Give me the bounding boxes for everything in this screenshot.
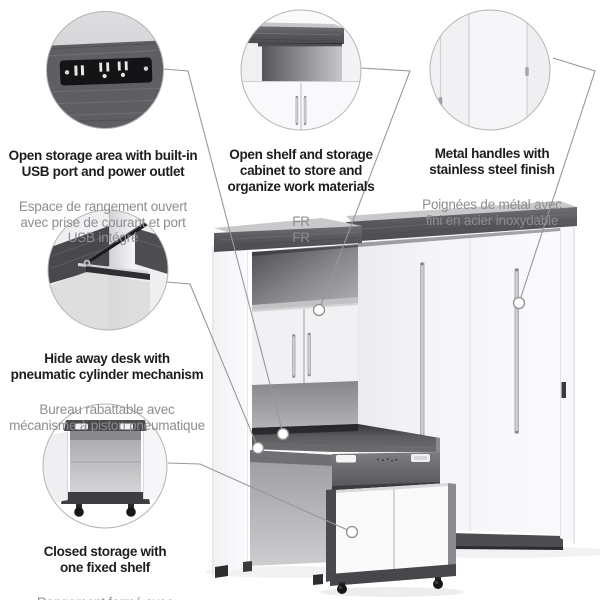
leader-closed-storage — [167, 462, 353, 533]
leader-lines — [162, 57, 596, 533]
cabinet-doors — [252, 303, 358, 385]
callout-title-metal-handles: Metal handles with stainless steel finis… — [429, 146, 555, 177]
shelf-door-handles — [295, 96, 307, 125]
bed-edge-slot — [561, 382, 566, 398]
open-door-right — [143, 427, 167, 500]
callout-subtitle-usb-power: Espace de rangement ouvert avec prise de… — [18, 199, 188, 245]
callout-circle-closed-storage — [42, 403, 168, 529]
callout-circle-open-shelf — [240, 9, 362, 131]
callout-subtitle-closed-storage: Rangement fermé avec une tablette fixe — [0, 595, 215, 600]
murphy-bed — [346, 201, 600, 558]
callout-circle-pneumatic-mechanism — [47, 209, 169, 331]
callout-title-closed-storage: Closed storage with one fixed shelf — [43, 544, 167, 575]
callout-circle-usb-power — [46, 11, 164, 129]
callout-text-usb-power: Open storage area with built-in USB port… — [0, 130, 213, 264]
storage-tower — [205, 218, 375, 585]
usb-port — [80, 65, 85, 76]
callout-text-hide-away-desk: Hide away desk with pneumatic cylinder m… — [0, 333, 217, 451]
apron-plate-left — [336, 455, 356, 463]
target-dot-hide-away-desk — [251, 441, 265, 455]
callout-text-open-shelf: Open shelf and storage cabinet to store … — [191, 129, 411, 263]
bed-door-handle-right — [514, 268, 519, 434]
target-dots — [251, 296, 526, 539]
apron-vent-holes — [377, 458, 397, 462]
casters — [337, 577, 443, 594]
callout-circle-metal-handles — [429, 9, 551, 131]
leader-open-shelf — [318, 67, 411, 311]
usb-port — [74, 65, 78, 76]
callout-title-open-shelf: Open shelf and storage cabinet to store … — [227, 147, 375, 194]
target-dot-open-shelf — [312, 303, 326, 317]
shelf-interior — [262, 46, 342, 81]
target-dot-closed-storage — [345, 525, 359, 539]
cabinet-door-handles — [292, 332, 311, 378]
power-outlet — [99, 62, 110, 79]
callout-text-closed-storage: Closed storage with one fixed shelf Rang… — [0, 526, 215, 600]
leader-usb-power — [162, 68, 284, 435]
target-dot-usb-power — [276, 427, 290, 441]
power-outlet — [117, 61, 128, 78]
target-dot-metal-handles — [512, 296, 526, 310]
callout-subtitle-metal-handles: Poignées de métal avec fini en acier ino… — [422, 197, 562, 228]
mobile-storage-cabinet — [320, 483, 464, 597]
bed-door-handle-left — [420, 262, 425, 438]
fixed-shelf-edge — [70, 461, 141, 463]
callout-text-metal-handles: Metal handles with stainless steel finis… — [382, 128, 600, 246]
callout-subtitle-open-shelf: FR FR — [292, 214, 310, 245]
leader-hide-away-desk — [166, 281, 259, 449]
power-strip — [59, 57, 153, 86]
hinge-plate — [120, 423, 133, 430]
callout-subtitle-hide-away-desk: Bureau rabattable avec mécanisme à pisto… — [9, 402, 205, 433]
callout-title-usb-power: Open storage area with built-in USB port… — [8, 148, 198, 179]
open-shelf-compartment — [252, 245, 358, 310]
desk-nook — [252, 381, 358, 430]
cabinet-casters — [74, 504, 136, 517]
callout-title-hide-away-desk: Hide away desk with pneumatic cylinder m… — [10, 351, 204, 382]
leader-metal-handles — [518, 57, 596, 304]
hinge-plate — [75, 423, 88, 430]
handle-detail — [525, 67, 529, 76]
pneumatic-rod — [83, 217, 154, 267]
